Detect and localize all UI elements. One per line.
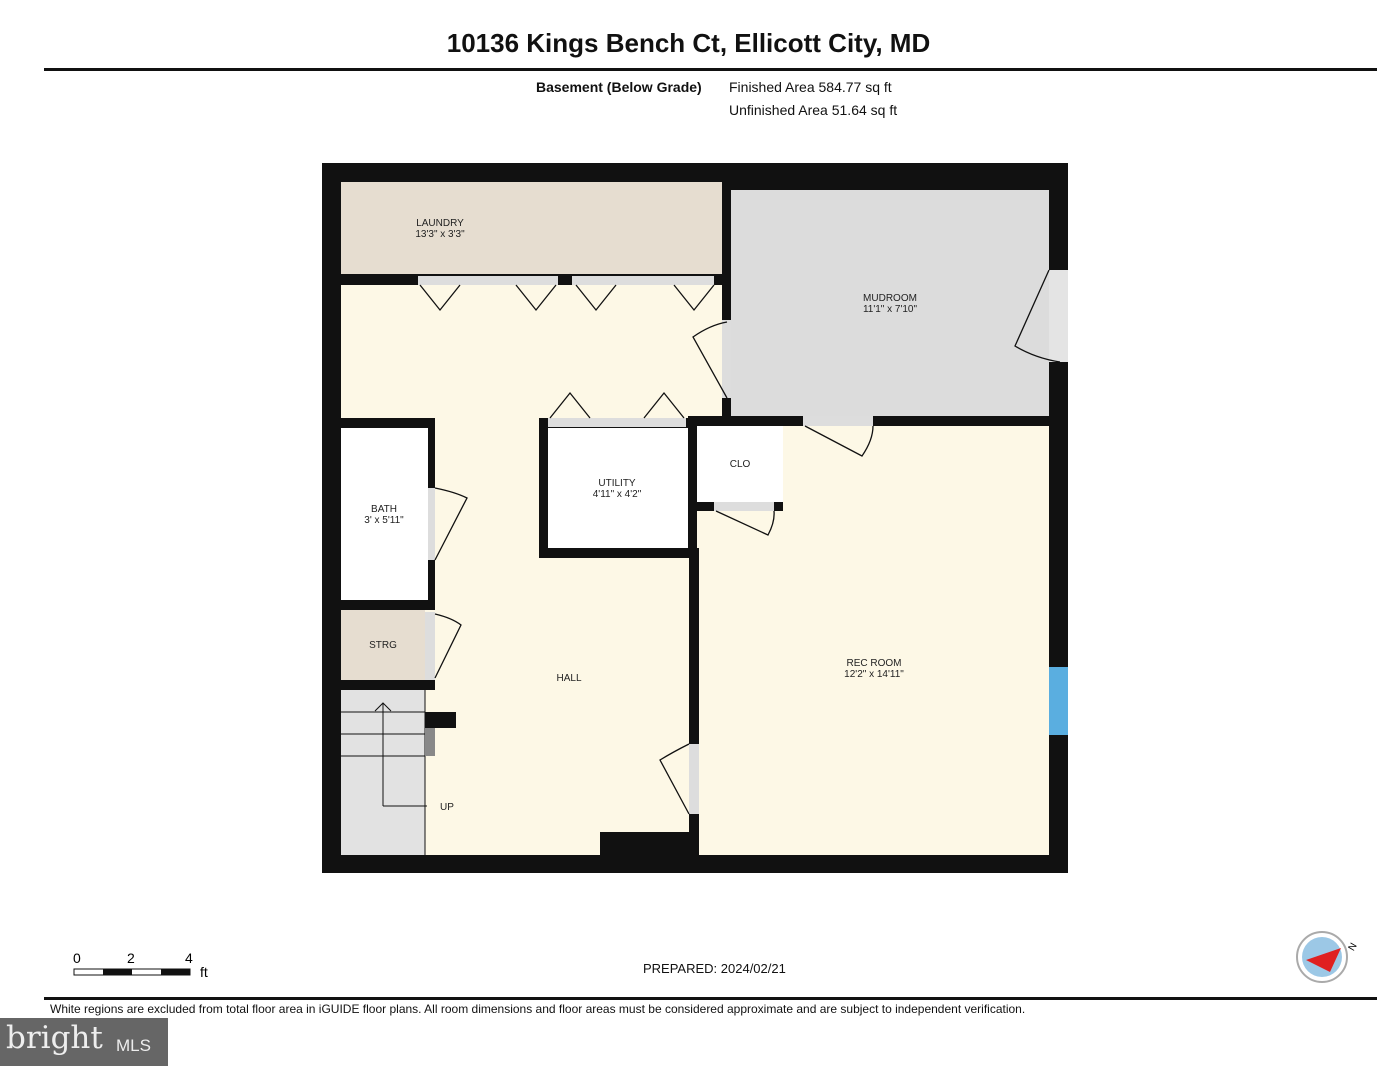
bath-door xyxy=(428,488,435,560)
clo-label: CLO xyxy=(730,459,751,470)
laundry-dims: 13'3" x 3'3" xyxy=(415,229,465,240)
scale-bar-segment xyxy=(103,969,132,975)
clo-door xyxy=(714,502,774,511)
mudroom-dims: 11'1" x 7'10" xyxy=(863,304,918,315)
rec-room-label: REC ROOM xyxy=(847,658,902,669)
bright-mls-watermark: bright MLS xyxy=(0,1018,168,1066)
watermark-mls: MLS xyxy=(116,1036,151,1055)
prepared-date: PREPARED: 2024/02/21 xyxy=(643,961,786,976)
finished-area: Finished Area 584.77 sq ft xyxy=(729,79,892,95)
bath-floor xyxy=(341,428,428,600)
scale-tick-0: 0 xyxy=(73,950,81,966)
scale-unit: ft xyxy=(200,964,208,980)
title-divider xyxy=(44,68,1377,71)
window xyxy=(1049,667,1068,735)
laundry-label: LAUNDRY xyxy=(416,218,464,229)
wall-block xyxy=(600,832,695,855)
scale-bar: 0 2 4 ft xyxy=(73,950,208,980)
mudroom-door xyxy=(722,320,731,398)
mudroom-exterior-door xyxy=(1049,270,1068,362)
disclaimer: White regions are excluded from total fl… xyxy=(50,1002,1026,1016)
rec-room-door xyxy=(803,416,873,426)
door-swings xyxy=(419,269,1061,815)
strg-floor xyxy=(341,610,425,680)
rec-room-floor-upper xyxy=(783,426,1049,511)
strg-door xyxy=(425,612,435,680)
scale-tick-4: 4 xyxy=(185,950,193,966)
bath-label: BATH xyxy=(371,504,397,515)
rec-room-floor xyxy=(699,511,1049,855)
laundry-door xyxy=(572,276,714,285)
rec-room-wall xyxy=(689,548,699,855)
rec-room-dims: 12'2" x 14'11" xyxy=(844,669,904,680)
scale-tick-2: 2 xyxy=(127,950,135,966)
stair-post xyxy=(425,712,456,728)
page-title: 10136 Kings Bench Ct, Ellicott City, MD xyxy=(446,28,931,58)
mudroom-floor xyxy=(731,190,1049,416)
laundry-door xyxy=(418,276,558,285)
unfinished-area: Unfinished Area 51.64 sq ft xyxy=(729,102,898,118)
strg-label: STRG xyxy=(369,640,397,651)
footer-divider xyxy=(44,997,1377,1000)
clo-floor xyxy=(697,426,783,502)
strg-wall xyxy=(341,680,435,690)
hall-label: HALL xyxy=(556,673,581,684)
utility-floor xyxy=(548,428,688,548)
watermark-bright: bright xyxy=(6,1020,103,1056)
svg-text:N: N xyxy=(1347,941,1360,953)
rec-room-hall-door xyxy=(689,744,699,814)
scale-bar-segment xyxy=(161,969,190,975)
north-arrow-icon: N xyxy=(1296,931,1360,983)
laundry-floor xyxy=(341,182,722,274)
level-name: Basement (Below Grade) xyxy=(536,79,702,95)
utility-dims: 4'11" x 4'2" xyxy=(593,489,642,500)
bath-dims: 3' x 5'11" xyxy=(364,515,404,526)
stair-rail xyxy=(425,728,435,756)
mudroom-label: MUDROOM xyxy=(863,293,917,304)
utility-door xyxy=(548,418,686,427)
stairs-up-label: UP xyxy=(440,802,454,813)
utility-label: UTILITY xyxy=(598,478,636,489)
